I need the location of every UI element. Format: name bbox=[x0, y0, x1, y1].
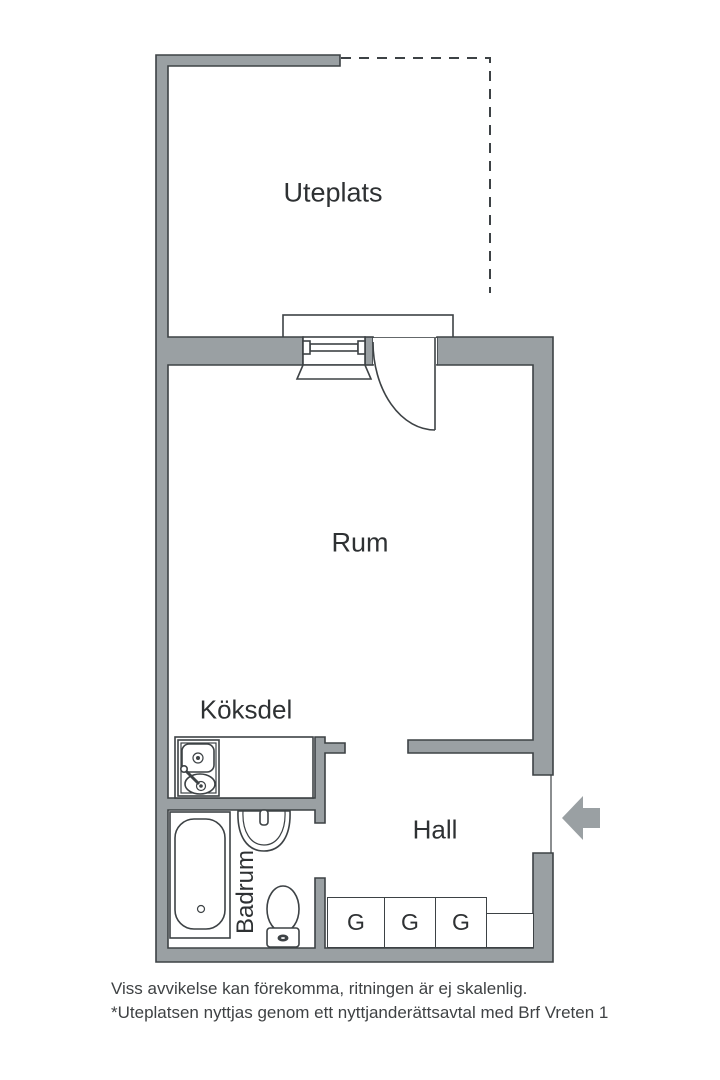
window-pier bbox=[364, 336, 374, 366]
room-label-rum: Rum bbox=[331, 527, 389, 558]
sink-tap bbox=[259, 809, 269, 826]
wardrobe-cabinet: G bbox=[383, 897, 437, 948]
wardrobe-cabinet: G bbox=[327, 897, 385, 948]
wardrobe-label: G bbox=[401, 909, 419, 935]
disclaimer-line-2: *Uteplatsen nyttjas genom ett nyttjander… bbox=[111, 1003, 609, 1022]
bathroom-sink bbox=[237, 809, 291, 852]
disclaimer-line-1: Viss avvikelse kan förekomma, ritningen … bbox=[111, 979, 528, 998]
room-label-hall: Hall bbox=[412, 814, 458, 845]
kitchen-counter bbox=[174, 736, 314, 799]
hall-shelf bbox=[485, 913, 534, 948]
apartment-walls-right bbox=[407, 336, 554, 776]
uteplats-dashed-boundary bbox=[341, 57, 491, 293]
room-label-badrum: Badrum bbox=[232, 849, 259, 935]
bathtub bbox=[169, 811, 231, 939]
wardrobe-cabinet: G bbox=[435, 897, 487, 948]
wardrobe-label: G bbox=[347, 909, 365, 935]
door-swing-arc bbox=[372, 341, 436, 431]
room-label-koksdel: Köksdel bbox=[199, 694, 293, 725]
balcony-window bbox=[295, 336, 373, 380]
balcony-sill bbox=[282, 314, 454, 339]
room-label-uteplats: Uteplats bbox=[283, 177, 383, 208]
toilet bbox=[266, 885, 300, 948]
disclaimer: Viss avvikelse kan förekomma, ritningen … bbox=[111, 977, 651, 1025]
balcony-door bbox=[372, 338, 437, 431]
wardrobe-label: G bbox=[452, 909, 470, 935]
entrance-arrow-icon bbox=[562, 796, 600, 840]
